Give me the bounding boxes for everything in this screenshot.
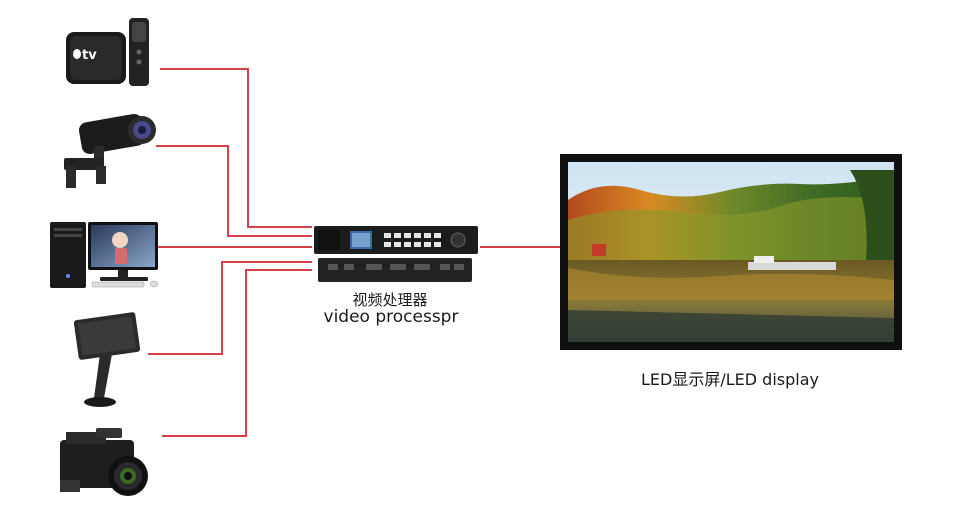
display-label: LED显示屏/LED display — [641, 370, 819, 389]
desktop-computer-icon — [50, 222, 159, 288]
touchscreen-kiosk-icon — [73, 312, 141, 407]
connector-camcorder — [162, 269, 312, 437]
connector-appletv — [160, 68, 312, 228]
led-display-icon — [560, 154, 902, 350]
camcorder-icon — [60, 428, 148, 496]
apple-tv-badge: tv — [82, 48, 97, 63]
connector-camera — [156, 145, 312, 237]
processor-label-chinese: 视频处理器 — [352, 291, 428, 309]
security-camera-icon — [64, 113, 156, 188]
connector-kiosk — [148, 261, 312, 355]
connector-lines — [148, 68, 562, 437]
processor-label-english: video processpr — [323, 307, 459, 327]
video-processor-icon — [314, 226, 478, 282]
apple-tv-icon — [66, 18, 149, 86]
